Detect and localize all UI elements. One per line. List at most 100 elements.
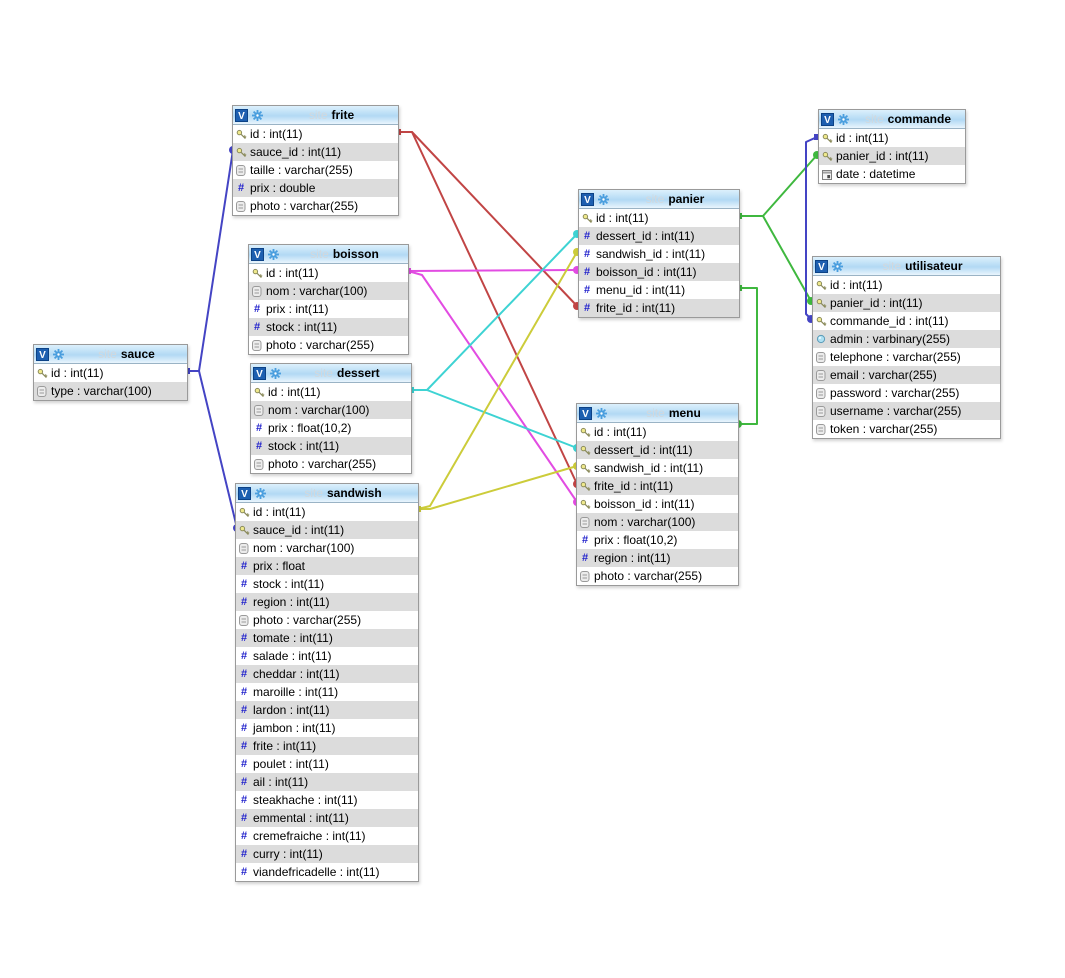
key-icon	[238, 525, 250, 536]
column-list: id : int(11)sauce_id : int(11)nom : varc…	[236, 503, 418, 881]
relation-line-dessert-id_panier-dessert_id[interactable]	[411, 233, 578, 391]
table-options-gear-icon[interactable]	[831, 260, 844, 273]
column-label: frite_id : int(11)	[594, 478, 674, 493]
toggle-view-icon[interactable]: V	[253, 366, 266, 380]
relation-line-boisson-id_panier-boisson_id[interactable]	[407, 269, 578, 272]
table-options-gear-icon[interactable]	[837, 113, 850, 126]
column-list: id : int(11)nom : varchar(100)#prix : fl…	[251, 383, 411, 473]
toggle-view-icon[interactable]: V	[36, 347, 49, 361]
relation-line-sandwish-id_panier-sandwish_id[interactable]	[417, 251, 578, 510]
toggle-view-icon[interactable]: V	[251, 247, 264, 261]
number-icon: #	[240, 775, 248, 788]
column-label: viandefricadelle : int(11)	[253, 864, 380, 879]
column-label: tomate : int(11)	[253, 630, 333, 645]
column-row-panier-1: #dessert_id : int(11)	[579, 227, 739, 245]
number-icon: #	[240, 631, 248, 644]
number-icon: #	[240, 739, 248, 752]
table-prefix: site	[645, 191, 665, 206]
toggle-view-icon[interactable]: V	[815, 259, 828, 273]
column-row-utilisateur-4: telephone : varchar(255)	[813, 348, 1000, 366]
relation-line-boisson-id_menu-boisson_id[interactable]	[407, 270, 578, 503]
number-icon: #	[581, 533, 589, 546]
column-label: id : int(11)	[830, 277, 883, 292]
table-prefix: site	[882, 258, 902, 273]
table-options-gear-icon[interactable]	[52, 348, 65, 361]
toggle-view-icon[interactable]: V	[581, 192, 594, 206]
column-row-menu-2: sandwish_id : int(11)	[577, 459, 738, 477]
table-name: boisson	[332, 246, 379, 261]
column-list: id : int(11)type : varchar(100)	[34, 364, 187, 400]
relation-line-dessert-id_menu-dessert_id[interactable]	[411, 389, 578, 449]
column-label: salade : int(11)	[253, 648, 332, 663]
column-label: id : int(11)	[268, 384, 321, 399]
key-icon	[251, 268, 263, 279]
column-row-sandwish-17: #emmental : int(11)	[236, 809, 418, 827]
column-label: boisson_id : int(11)	[596, 264, 697, 279]
text-icon	[253, 404, 265, 416]
table-prefix: site	[98, 346, 117, 361]
text-icon	[579, 516, 591, 528]
column-row-utilisateur-2: commande_id : int(11)	[813, 312, 1000, 330]
column-row-menu-1: dessert_id : int(11)	[577, 441, 738, 459]
column-label: type : varchar(100)	[51, 383, 152, 398]
column-label: prix : float(10,2)	[594, 532, 678, 547]
toggle-view-icon[interactable]: V	[579, 406, 592, 420]
key-icon	[579, 445, 591, 456]
number-icon: #	[581, 551, 589, 564]
column-label: admin : varbinary(255)	[830, 331, 951, 346]
relation-line-panier-menu_id_menu-id[interactable]	[738, 287, 758, 425]
table-options-gear-icon[interactable]	[254, 487, 267, 500]
relation-line-panier-id_utilisateur-panier_id[interactable]	[739, 215, 812, 302]
column-row-panier-0: id : int(11)	[579, 209, 739, 227]
table-options-gear-icon[interactable]	[251, 109, 264, 122]
column-row-sandwish-1: sauce_id : int(11)	[236, 521, 418, 539]
table-name: sauce	[120, 346, 155, 361]
number-icon: #	[240, 811, 248, 824]
relation-line-frite-id_menu-frite_id[interactable]	[398, 131, 578, 485]
column-label: sandwish_id : int(11)	[596, 246, 706, 261]
number-icon: #	[240, 793, 248, 806]
table-options-gear-icon[interactable]	[269, 367, 282, 380]
text-icon	[238, 542, 250, 554]
column-row-sandwish-3: #prix : float	[236, 557, 418, 575]
column-row-commande-1: panier_id : int(11)	[819, 147, 965, 165]
column-label: prix : float	[253, 558, 306, 573]
table-options-gear-icon[interactable]	[595, 407, 608, 420]
key-icon	[238, 507, 250, 518]
table-options-gear-icon[interactable]	[597, 193, 610, 206]
column-label: sauce_id : int(11)	[253, 522, 345, 537]
relation-line-sandwish-id_menu-sandwish_id[interactable]	[418, 465, 578, 510]
text-icon	[815, 405, 827, 417]
toggle-view-icon[interactable]: V	[235, 108, 248, 122]
column-row-dessert-4: photo : varchar(255)	[251, 455, 411, 473]
column-row-boisson-0: id : int(11)	[249, 264, 408, 282]
toggle-view-icon[interactable]: V	[238, 486, 251, 500]
column-label: poulet : int(11)	[253, 756, 329, 771]
table-name: menu	[668, 405, 701, 420]
relation-line-sauce-id_sandwish-sauce_id[interactable]	[187, 370, 238, 529]
table-options-gear-icon[interactable]	[267, 248, 280, 261]
column-row-commande-2: date : datetime	[819, 165, 965, 183]
column-row-sauce-1: type : varchar(100)	[34, 382, 187, 400]
toggle-view-icon[interactable]: V	[821, 112, 834, 126]
relation-line-sauce-id_frite-sauce_id[interactable]	[187, 149, 234, 372]
